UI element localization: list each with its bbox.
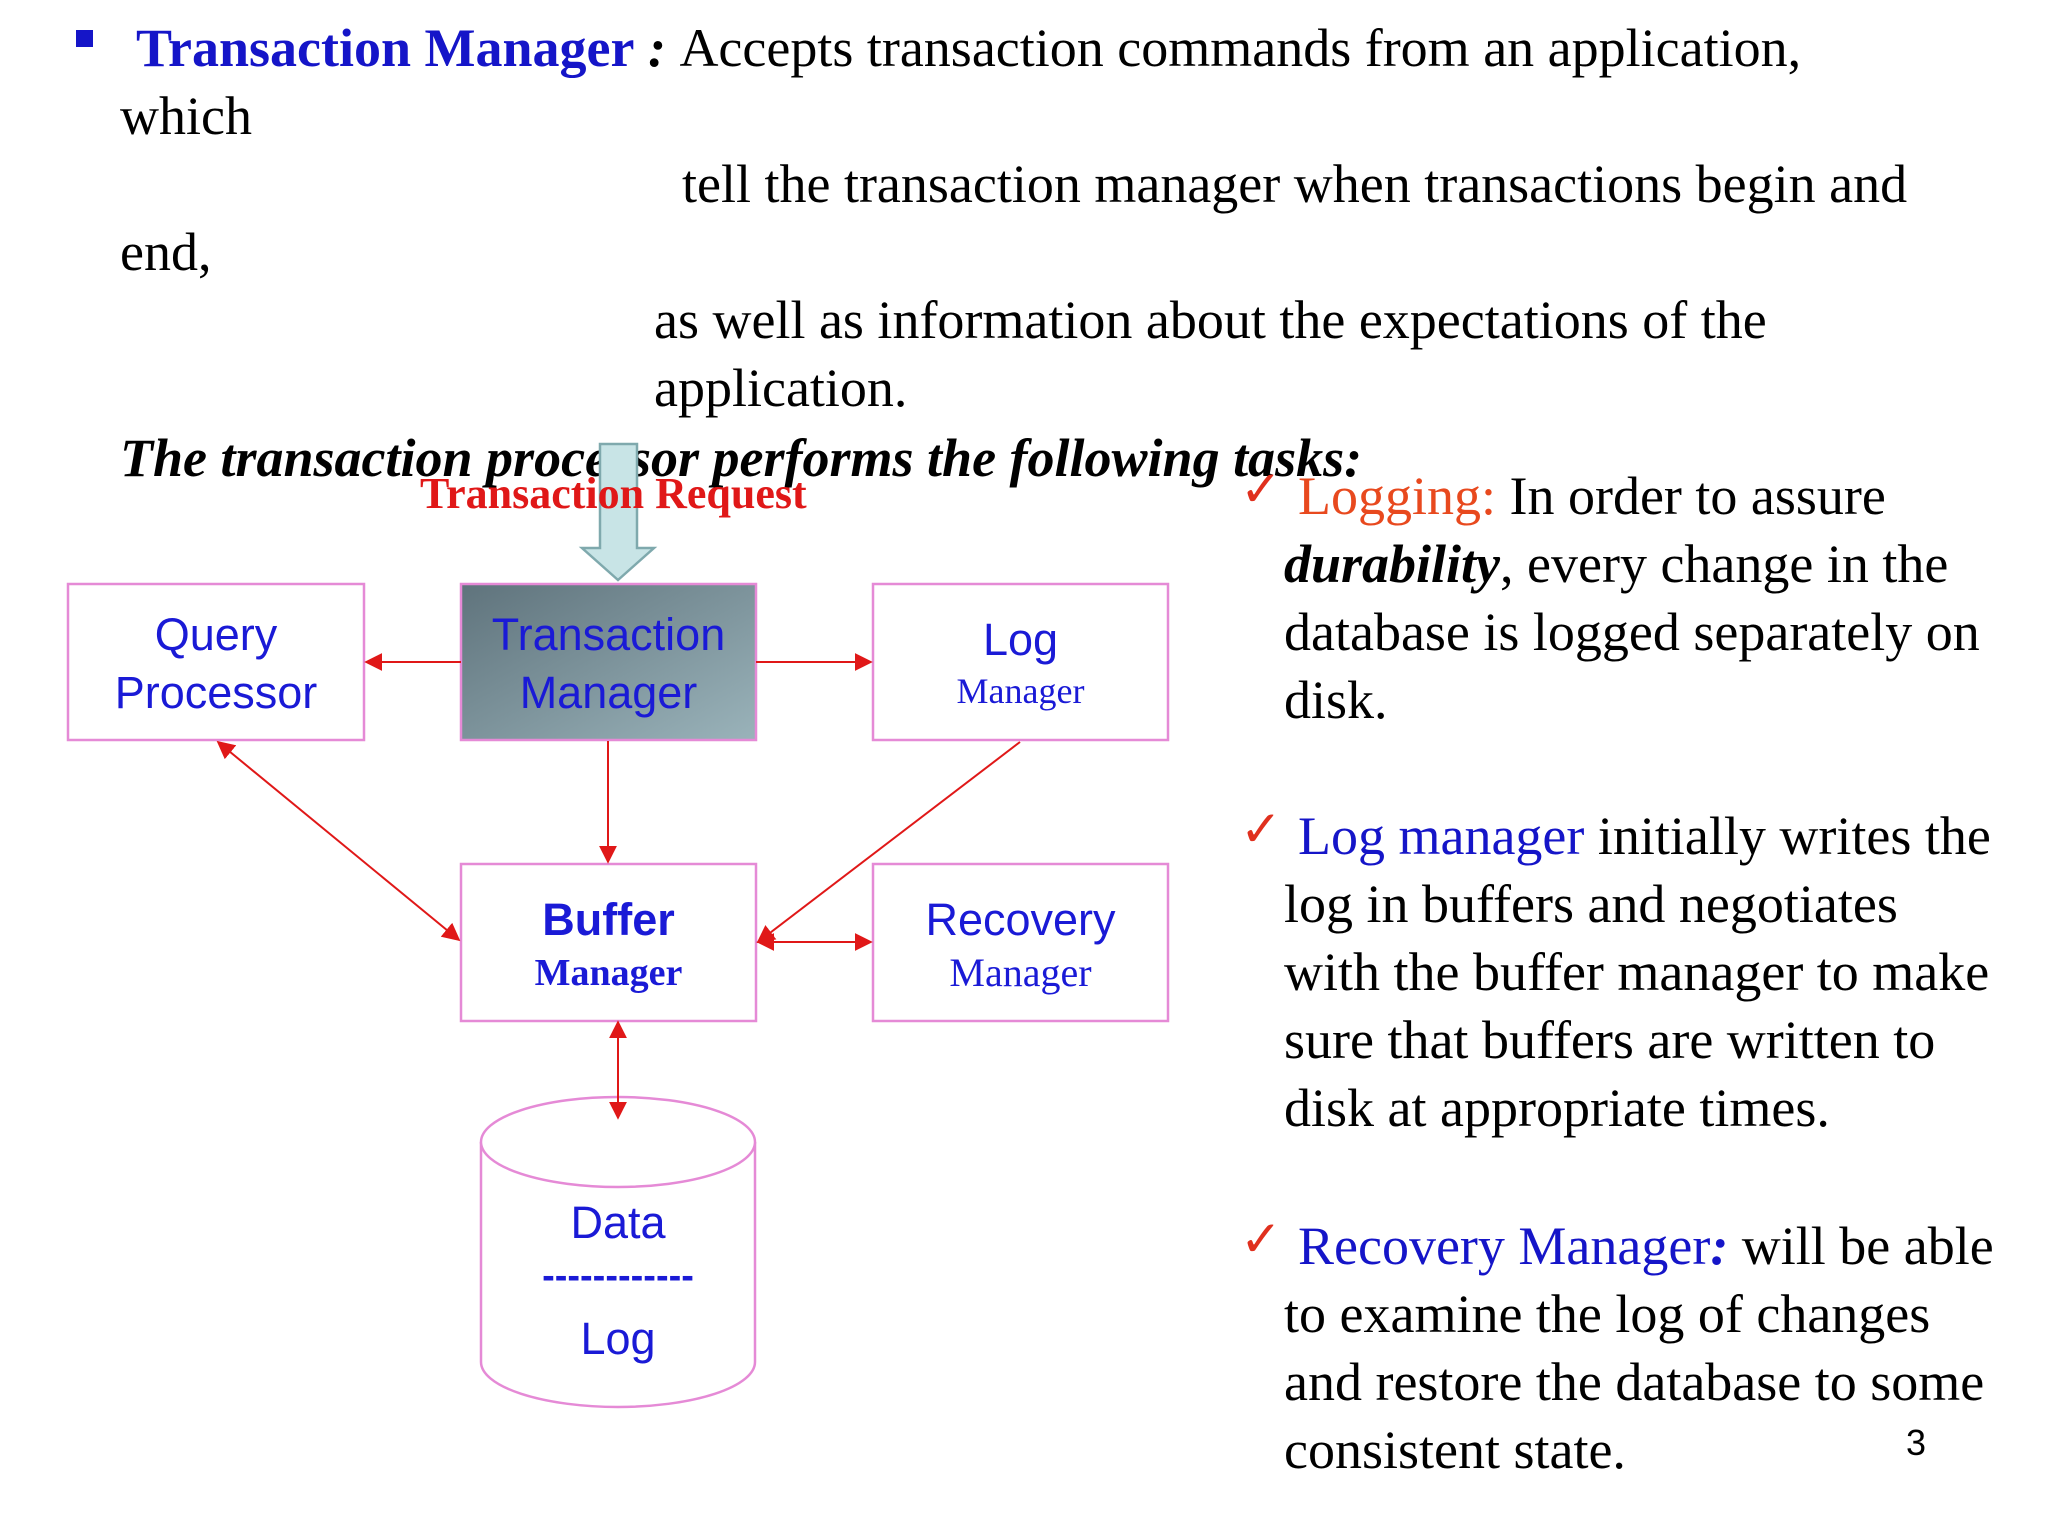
heading-line-1-rest: Accepts transaction commands from an app… — [679, 18, 1802, 78]
heading-line-1: Transaction Manager : Accepts transactio… — [136, 14, 1801, 82]
transaction-request-arrow — [578, 442, 658, 582]
point-logging-text-2: , every change in the — [1500, 534, 1949, 594]
point-recovery-line-1: Recovery Manager: will be able — [1298, 1212, 1994, 1280]
transaction-manager-line-2: Manager — [519, 667, 698, 718]
page-number: 3 — [1906, 1422, 1927, 1463]
query-processor-line-2: Processor — [114, 667, 318, 718]
point-recovery-line-2: to examine the log of changes — [1284, 1284, 1931, 1344]
buffer-manager-line-2: Manager — [534, 952, 683, 994]
point-logging-line-3: database is logged separately on — [1284, 602, 1980, 662]
point-logging-line-4: disk. — [1284, 670, 1388, 730]
log-manager-line-1: Log — [982, 614, 1059, 665]
heading-line-4: end, — [120, 222, 212, 282]
heading-colon: : — [634, 18, 680, 78]
log-manager-box — [871, 582, 1170, 742]
arrow-query-buffer — [216, 740, 461, 942]
point-logmgr-line-2: log in buffers and negotiates — [1284, 874, 1898, 934]
recovery-manager-label: Recovery Manager — [873, 892, 1168, 998]
recovery-manager-box — [871, 862, 1170, 1023]
heading-title: Transaction Manager — [136, 18, 635, 78]
heading-line-2: which — [120, 86, 252, 146]
log-manager-label: Log Manager — [873, 612, 1168, 714]
heading-line-3: tell the transaction manager when transa… — [682, 154, 1908, 214]
point-logmgr-text-1: initially writes the — [1597, 806, 1991, 866]
point-logmgr-line-1: Log manager initially writes the — [1298, 802, 1991, 870]
heading-line-5: as well as information about the expecta… — [654, 290, 1767, 350]
storage-divider: ------------ — [542, 1255, 694, 1297]
query-processor-line-1: Query — [154, 609, 278, 660]
log-manager-line-2: Manager — [956, 671, 1085, 711]
transaction-request-label: Transaction Request — [420, 469, 807, 518]
storage-log-label: Log — [580, 1313, 656, 1364]
point-recovery-line-4: consistent state. — [1284, 1420, 1626, 1480]
point-logmgr-line-3: with the buffer manager to make — [1284, 942, 1990, 1002]
query-processor-box — [66, 582, 366, 742]
storage-data-label: Data — [570, 1197, 666, 1248]
heading-line-6: application. — [654, 358, 908, 418]
arrow-log-to-buffer — [756, 741, 1021, 944]
check-icon: ✓ — [1240, 1211, 1282, 1267]
check-icon: ✓ — [1240, 801, 1282, 857]
recovery-manager-line-2: Manager — [949, 950, 1092, 995]
transaction-manager-box — [459, 582, 758, 742]
buffer-manager-box — [459, 862, 758, 1023]
storage-cylinder — [479, 1095, 757, 1409]
point-recovery-term: Recovery Manager — [1298, 1216, 1711, 1276]
point-logging-durability: durability — [1284, 534, 1501, 594]
point-logging-text-1: In order to assure — [1509, 466, 1886, 526]
tasks-intro: The transaction processor performs the f… — [120, 428, 1363, 488]
transaction-manager-line-1: Transaction — [491, 609, 726, 660]
point-logmgr-term: Log manager — [1298, 806, 1585, 866]
point-logging-line-2: durability, every change in the — [1284, 530, 1948, 598]
bullet-square-icon — [76, 30, 93, 47]
point-recovery-line-3: and restore the database to some — [1284, 1352, 1985, 1412]
point-recovery-colon: : — [1710, 1216, 1729, 1276]
point-logmgr-line-5: disk at appropriate times. — [1284, 1078, 1830, 1138]
point-logmgr-line-4: sure that buffers are written to — [1284, 1010, 1936, 1070]
point-recovery-text-1: will be able — [1741, 1216, 1994, 1276]
query-processor-label: Query Processor — [68, 606, 364, 722]
recovery-manager-line-1: Recovery — [925, 894, 1116, 945]
point-logging-line-1: Logging: In order to assure — [1298, 462, 1886, 530]
transaction-manager-label: Transaction Manager — [461, 606, 756, 722]
buffer-manager-line-1: Buffer — [542, 894, 675, 945]
buffer-manager-label: Buffer Manager — [461, 892, 756, 998]
check-icon: ✓ — [1240, 461, 1282, 517]
point-logging-term: Logging: — [1298, 466, 1496, 526]
